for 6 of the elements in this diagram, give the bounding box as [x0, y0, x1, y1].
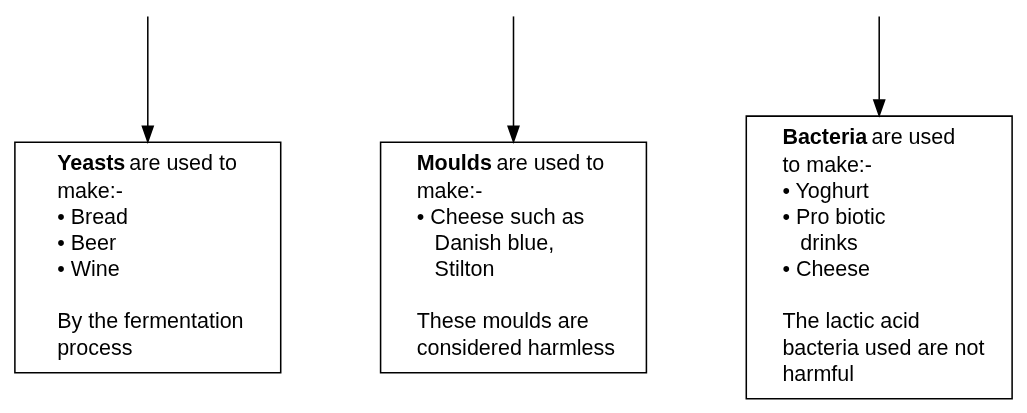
arrow — [872, 15, 886, 118]
node-box: Bacteria are used to make:- • Yoghurt • Pro biotic drinks • Cheese The lactic acid bacteria used are not harmful — [745, 114, 1013, 400]
arrow — [507, 15, 520, 144]
arrow — [141, 15, 155, 144]
node-box: Moulds are used to make:- • Cheese such as Danish blue, Stilton These moulds are considered harmless — [379, 141, 648, 373]
node-box: Yeasts are used to make:- • Bread • Beer • Wine By the fermentation process — [14, 141, 282, 373]
